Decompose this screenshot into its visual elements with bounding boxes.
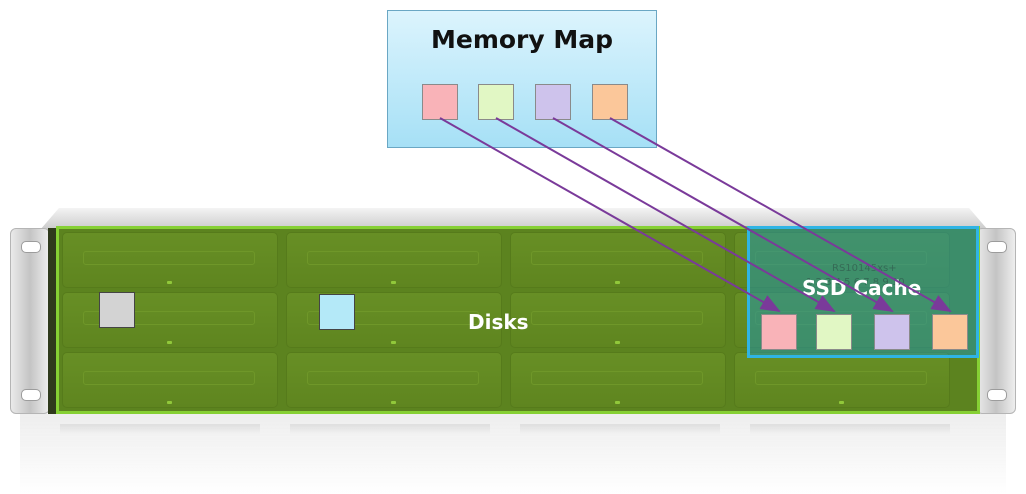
memory-block-purple (535, 84, 571, 120)
memory-block-green (478, 84, 514, 120)
cache-block-red (761, 314, 797, 350)
disk-block-gray (99, 292, 135, 328)
ssd-ghost-model-text: RS10145xs+ (832, 263, 897, 274)
arrow-orange (609, 117, 952, 312)
memory-block-red (422, 84, 458, 120)
cache-block-green (816, 314, 852, 350)
ssd-ghost-number-text: 1 2 3 4 5 6 7 8 9 10 (806, 277, 905, 288)
server-chassis-top (40, 208, 988, 230)
rack-ear-right (976, 228, 1016, 414)
server-reflection (20, 414, 1006, 494)
arrow-purple (552, 117, 894, 312)
cache-block-purple (874, 314, 910, 350)
memory-map-box: Memory Map (387, 10, 657, 148)
cache-block-orange (932, 314, 968, 350)
disk-block-lightblue (319, 294, 355, 330)
memory-map-title: Memory Map (430, 25, 614, 54)
disks-label: Disks (468, 310, 529, 334)
arrow-red (439, 117, 781, 312)
arrow-green (495, 117, 836, 312)
rack-ear-left (10, 228, 50, 414)
memory-block-orange (592, 84, 628, 120)
